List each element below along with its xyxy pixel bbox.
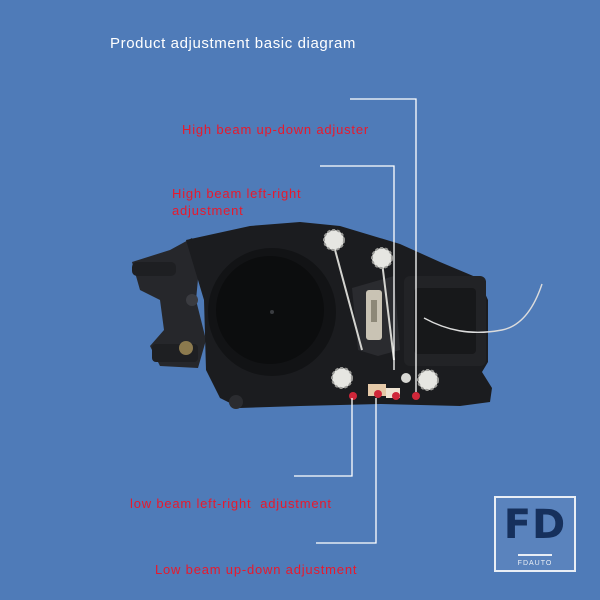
logo-divider xyxy=(518,554,552,556)
headlamp-assembly xyxy=(132,222,543,409)
logo-mark: FD xyxy=(503,502,567,548)
projector-cap xyxy=(216,256,324,364)
label-low-beam-up-down: Low beam up-down adjustment xyxy=(155,562,358,577)
gear-knob-bottom-left xyxy=(331,367,353,389)
red-marker-3 xyxy=(392,392,400,400)
mount-arm-top xyxy=(132,262,176,276)
red-marker-2 xyxy=(374,390,382,398)
bottom-foot xyxy=(229,395,243,409)
wire-harness xyxy=(423,283,543,334)
leader-line-high-beam-up-down xyxy=(350,98,417,392)
diagram-title: Product adjustment basic diagram xyxy=(110,35,356,52)
rear-panel-inner xyxy=(414,288,476,354)
gear-knob-small xyxy=(401,373,411,383)
leader-line-low-beam-up-down xyxy=(316,398,377,544)
mount-knob-2 xyxy=(186,294,198,306)
leader-line-high-beam-left-right xyxy=(320,165,395,370)
gear-knob-top-right xyxy=(371,247,393,269)
adjuster-rod-2 xyxy=(381,261,395,361)
logo-subtext: FDAUTO xyxy=(517,560,553,567)
red-marker-1 xyxy=(349,392,357,400)
label-high-beam-left-right: High beam left-right adjustment xyxy=(172,186,302,218)
adjust-block-2 xyxy=(386,388,400,398)
brand-logo: FD FDAUTO xyxy=(494,496,576,572)
projector-cap-center xyxy=(270,310,274,314)
adjuster-rod-1 xyxy=(333,245,363,351)
leader-lines xyxy=(294,98,417,544)
label-high-beam-up-down: High beam up-down adjuster xyxy=(182,122,370,137)
gear-knob-bottom-right xyxy=(417,369,439,391)
mount-knob xyxy=(179,341,193,355)
label-low-beam-left-right: low beam left-right adjustment xyxy=(130,496,332,511)
red-marker-4 xyxy=(412,392,420,400)
leader-line-low-beam-left-right xyxy=(294,398,353,477)
gear-knob-top xyxy=(323,229,345,251)
metal-clip-slot xyxy=(371,300,377,322)
